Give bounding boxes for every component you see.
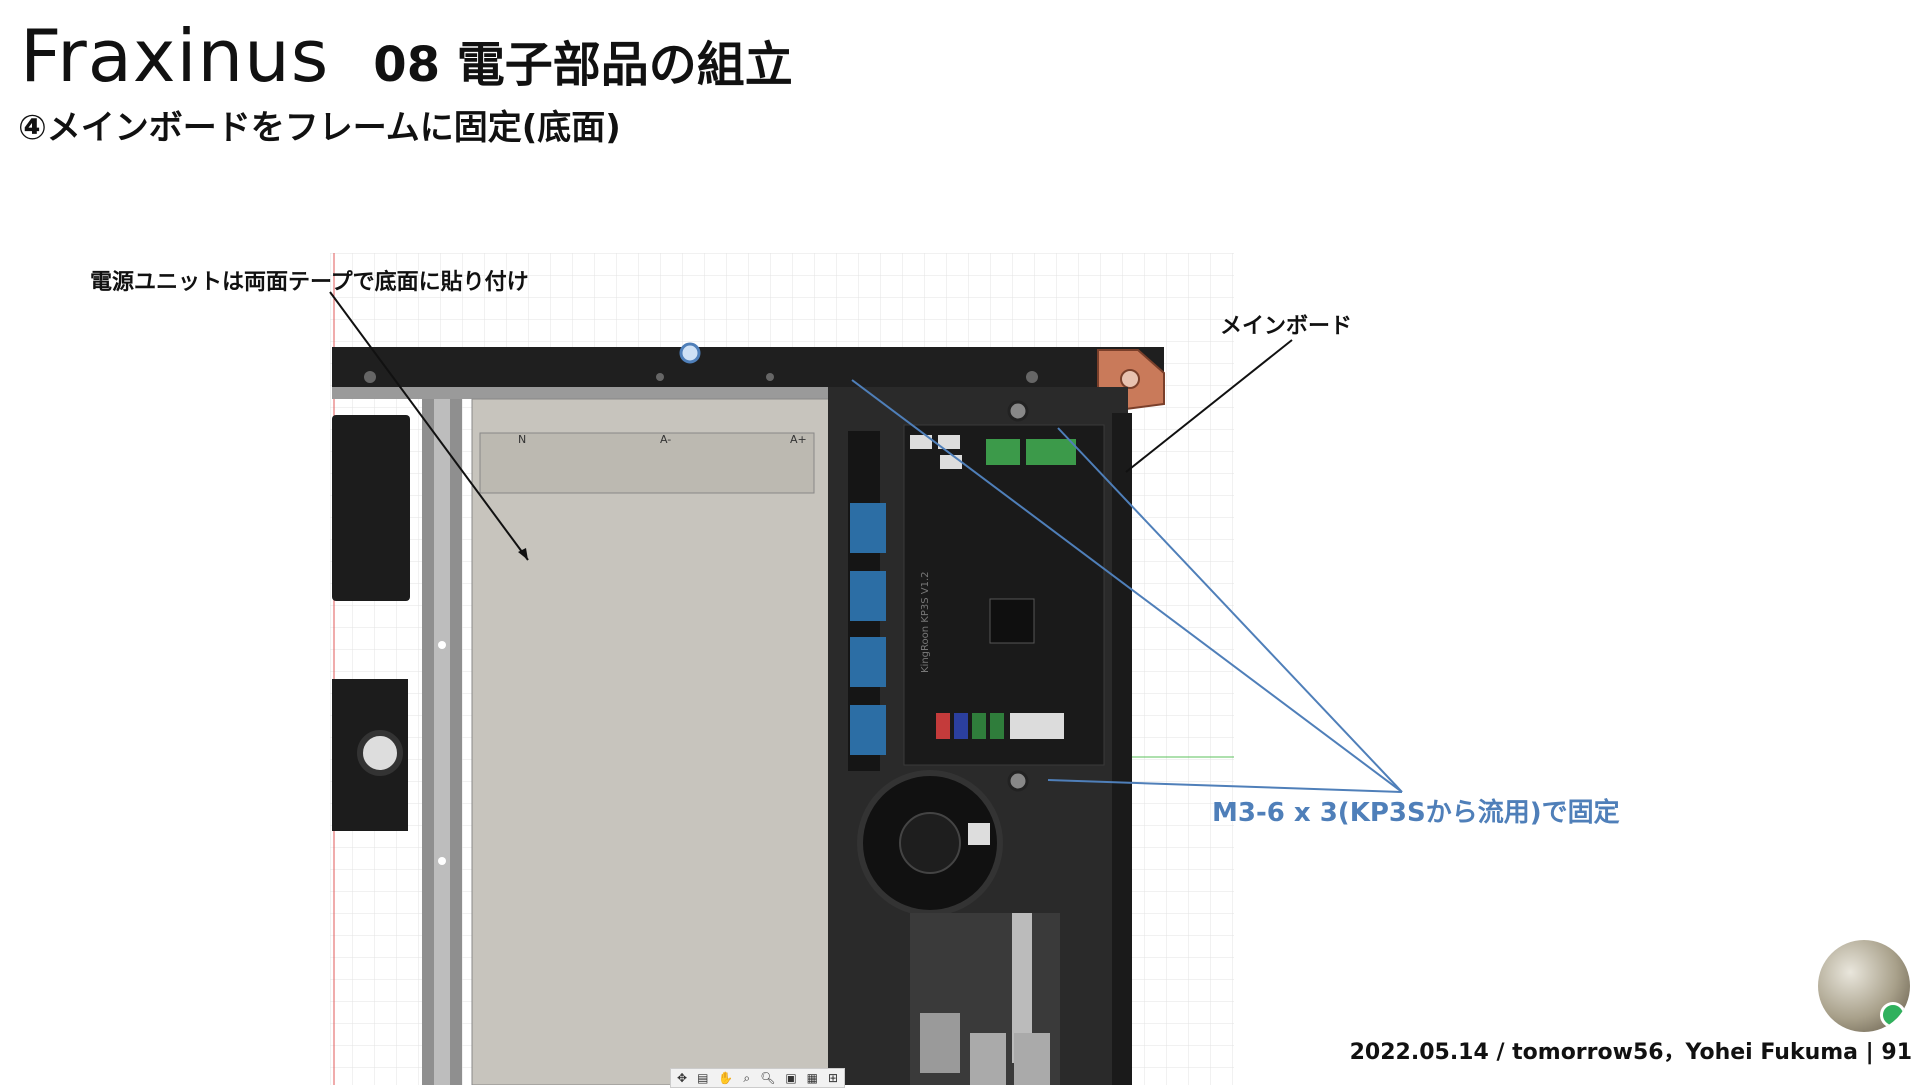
- terminal-green: [986, 439, 1020, 465]
- stepper-driver: [850, 571, 886, 621]
- left-black-part: [332, 415, 410, 601]
- cad-toolbar: ✥ ▤ ✋ ⌕ 🔍︎ ▣ ▦ ⊞: [670, 1068, 846, 1088]
- chapter-title: 08 電子部品の組立: [373, 37, 793, 93]
- frame-screw: [1026, 371, 1038, 383]
- mount-hole-highlighted: [679, 342, 701, 364]
- mcu-chip: [989, 598, 1035, 644]
- mainboard: [903, 424, 1105, 766]
- psu-pointer-line: [329, 291, 529, 561]
- frame-screw: [766, 373, 774, 381]
- step-subtitle: ④メインボードをフレームに固定(底面): [18, 108, 621, 148]
- cad-view: N A- A+ KingRoon KP3S V1.2: [330, 253, 1234, 1085]
- bracket-screw: [1120, 369, 1140, 389]
- connector-blue: [954, 713, 968, 739]
- display-icon[interactable]: ▣: [785, 1071, 797, 1085]
- mainboard-label: メインボード: [1220, 314, 1353, 339]
- psu-terminal-n: N: [518, 433, 526, 446]
- frame-screw: [656, 373, 664, 381]
- zoom-icon[interactable]: 🔍︎: [760, 1071, 776, 1085]
- top-frame-rail: [332, 347, 1164, 387]
- connector-red: [936, 713, 950, 739]
- avatar: [1818, 940, 1910, 1032]
- psu-terminal-aplus: A+: [790, 433, 807, 446]
- mount-hole: [1007, 770, 1029, 792]
- connector-white: [1010, 713, 1064, 739]
- project-title: Fraxinus: [20, 14, 330, 98]
- viewport-icon[interactable]: ⊞: [828, 1071, 839, 1085]
- connector-green: [972, 713, 986, 739]
- psu-note: 電源ユニットは両面テープで底面に貼り付け: [90, 270, 529, 295]
- connector-white: [938, 435, 960, 449]
- connector-white: [910, 435, 932, 449]
- slide-title: Fraxinus 08 電子部品の組立: [20, 14, 793, 98]
- stepper-driver: [850, 705, 886, 755]
- psu-terminal-area: [479, 432, 815, 494]
- psu-terminal-aminus: A-: [660, 433, 671, 446]
- move-icon[interactable]: ✥: [677, 1071, 688, 1085]
- zoom-fit-icon[interactable]: ⌕: [743, 1070, 751, 1085]
- frame-screw: [364, 371, 376, 383]
- connector-green: [990, 713, 1004, 739]
- screw-pointer-lines: [851, 379, 1403, 793]
- hand-icon[interactable]: ✋: [718, 1071, 734, 1085]
- mount-hole: [1007, 400, 1029, 422]
- print-icon[interactable]: ▤: [697, 1071, 709, 1085]
- stepper-driver: [850, 637, 886, 687]
- psu-body: [471, 398, 833, 1085]
- status-online-icon: [1880, 1002, 1906, 1028]
- board-pointer-line: [1125, 339, 1293, 473]
- screw-note: M3-6 x 3(KP3Sから流用)で固定: [1212, 798, 1620, 828]
- stepper-driver: [850, 503, 886, 553]
- footer-credit: 2022.05.14 / tomorrow56，Yohei Fukuma | 9…: [1349, 1040, 1912, 1065]
- board-silkscreen: KingRoon KP3S V1.2: [920, 572, 931, 674]
- right-frame: [1112, 413, 1132, 1085]
- grid-icon[interactable]: ▦: [806, 1071, 819, 1085]
- terminal-green: [1026, 439, 1076, 465]
- left-mount-hole: [357, 730, 403, 776]
- top-aluminium-extrusion: [332, 387, 828, 399]
